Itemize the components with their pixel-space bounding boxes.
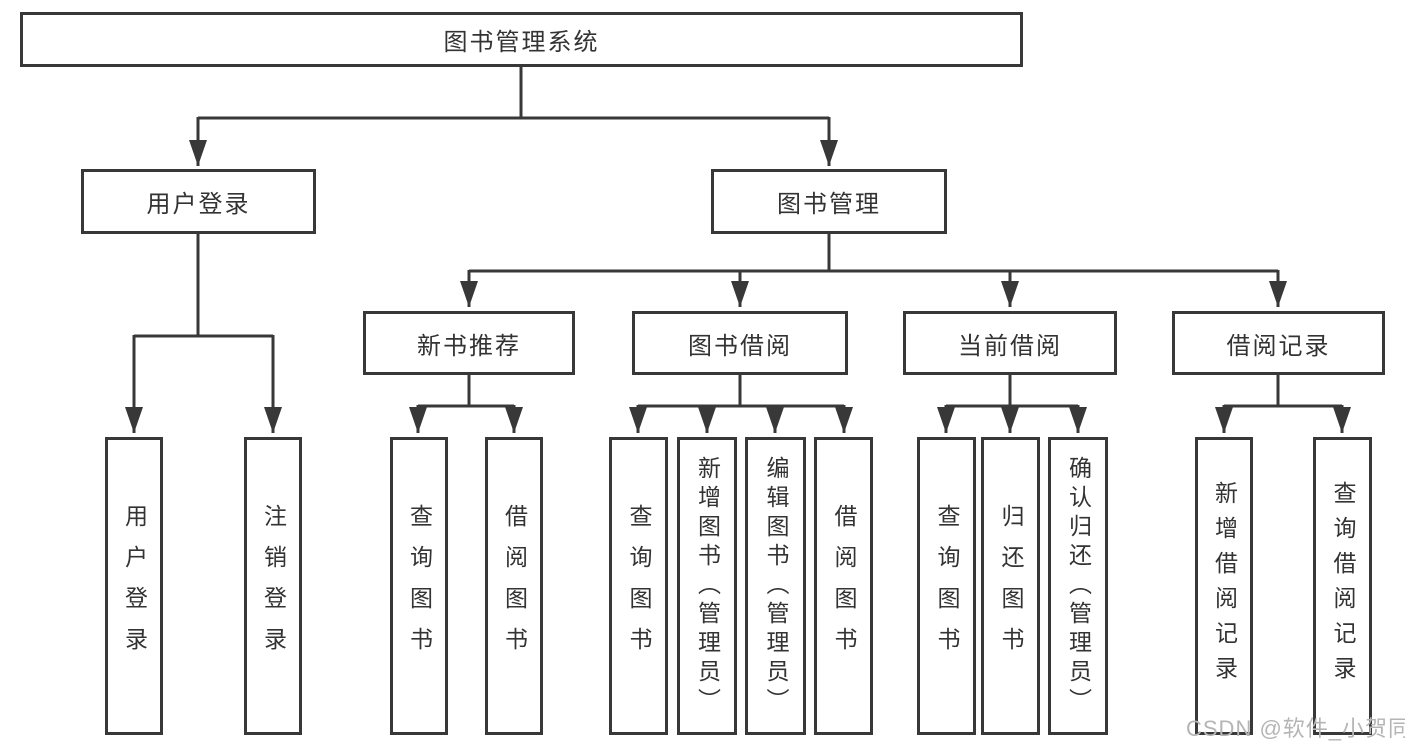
node-book-management: 图书管理 [711, 169, 947, 234]
leaf-query-borrow-record-label: 查询借阅记录 [1330, 481, 1356, 691]
root-box: 图书管理系统 [20, 12, 1023, 67]
leaf-user-login: 用户登录 [105, 437, 163, 735]
leaf-logout: 注销登录 [244, 437, 302, 735]
leaf-edit-book-admin-label: 编辑图书（管理员） [763, 455, 789, 717]
leaf-borrow-books-1-label: 借阅图书 [501, 504, 528, 668]
leaf-return-book-label: 归还图书 [998, 504, 1024, 668]
watermark: CSDN @软件_小贺同学 [1186, 716, 1405, 741]
node-current-borrow: 当前借阅 [903, 311, 1117, 375]
leaf-add-borrow-record: 新增借阅记录 [1195, 437, 1253, 735]
leaf-query-books-1: 查询图书 [390, 437, 448, 735]
leaf-add-book-admin-label: 新增图书（管理员） [694, 455, 721, 717]
leaf-user-login-label: 用户登录 [121, 504, 148, 668]
node-current-borrow-label: 当前借阅 [958, 332, 1062, 360]
node-user-login: 用户登录 [81, 169, 316, 234]
node-borrow-record: 借阅记录 [1172, 311, 1385, 375]
node-borrow-record-label: 借阅记录 [1226, 332, 1331, 360]
leaf-confirm-return-admin-label: 确认归还（管理员） [1065, 455, 1092, 717]
leaf-add-borrow-record-label: 新增借阅记录 [1211, 481, 1238, 691]
node-book-management-label: 图书管理 [777, 191, 881, 218]
leaf-query-borrow-record: 查询借阅记录 [1313, 437, 1372, 735]
root-label: 图书管理系统 [443, 29, 600, 56]
leaf-query-books-3-label: 查询图书 [934, 504, 960, 668]
node-user-login-label: 用户登录 [146, 191, 251, 218]
leaf-edit-book-admin: 编辑图书（管理员） [745, 437, 806, 735]
node-book-borrow-label: 图书借阅 [688, 332, 792, 360]
leaf-logout-label: 注销登录 [260, 504, 287, 668]
node-new-book-recommend-label: 新书推荐 [417, 332, 521, 360]
leaf-confirm-return-admin: 确认归还（管理员） [1048, 437, 1108, 735]
node-book-borrow: 图书借阅 [632, 311, 848, 375]
leaf-add-book-admin: 新增图书（管理员） [677, 437, 737, 735]
leaf-return-book: 归还图书 [981, 437, 1040, 735]
leaf-borrow-books-1: 借阅图书 [485, 437, 543, 735]
leaf-query-books-2: 查询图书 [609, 437, 668, 735]
leaf-query-books-2-label: 查询图书 [626, 504, 652, 668]
leaf-query-books-1-label: 查询图书 [406, 504, 433, 668]
leaf-borrow-books-2-label: 借阅图书 [831, 504, 857, 668]
node-new-book-recommend: 新书推荐 [363, 311, 575, 375]
leaf-borrow-books-2: 借阅图书 [814, 437, 873, 735]
leaf-query-books-3: 查询图书 [917, 437, 976, 735]
